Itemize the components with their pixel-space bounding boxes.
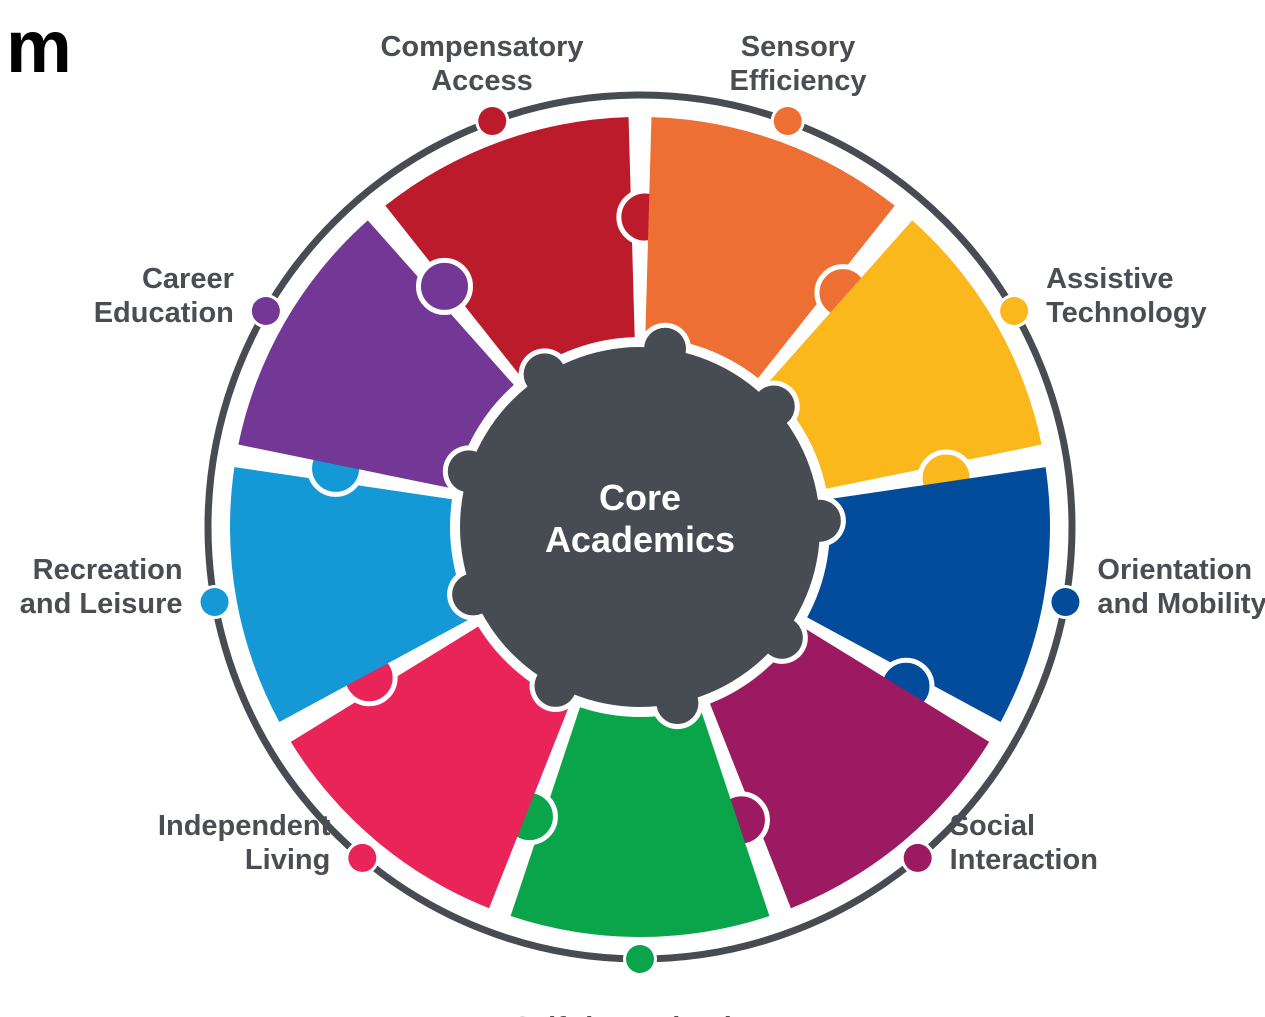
label-line: Self-determination bbox=[513, 1012, 768, 1017]
ring-dot-social-interaction bbox=[903, 843, 932, 872]
label-line: Sensory bbox=[741, 31, 855, 63]
corner-letter: m bbox=[6, 5, 72, 88]
label-self-determination: Self-determination bbox=[513, 1012, 768, 1017]
ring-dot-self-determination bbox=[626, 945, 654, 973]
label-line: and Mobility bbox=[1097, 588, 1265, 620]
ring-dot-assistive-technology bbox=[1000, 297, 1029, 325]
core-label-line1: Core bbox=[599, 477, 681, 518]
label-line: and Leisure bbox=[20, 588, 183, 620]
label-line: Social bbox=[950, 810, 1035, 842]
core-hub-shape bbox=[442, 322, 846, 730]
segment-assistive-technology bbox=[766, 220, 1042, 489]
label-line: Education bbox=[94, 297, 234, 329]
segment-career-education bbox=[238, 220, 514, 489]
ring-dot-sensory-efficiency bbox=[773, 107, 802, 136]
ring-dot-recreation-and-leisure bbox=[200, 588, 229, 617]
label-line: Career bbox=[142, 263, 234, 295]
segment-recreation-and-leisure bbox=[230, 467, 473, 723]
ring-dot-career-education bbox=[251, 297, 280, 325]
core-hub: Core Academics bbox=[442, 322, 846, 730]
ring-dot-independent-living bbox=[348, 843, 377, 872]
label-line: Assistive bbox=[1046, 263, 1173, 295]
segment-social-interaction bbox=[709, 626, 990, 909]
puzzle-knob-career-education bbox=[415, 257, 473, 315]
puzzle-segments bbox=[230, 117, 1050, 938]
core-hub-circle bbox=[460, 347, 820, 707]
segment-sensory-efficiency bbox=[645, 117, 895, 379]
label-line: Efficiency bbox=[730, 65, 867, 97]
segment-self-determination bbox=[510, 707, 770, 938]
label-line: Compensatory bbox=[380, 31, 583, 63]
label-line: Orientation bbox=[1097, 554, 1252, 586]
label-line: Interaction bbox=[950, 844, 1098, 876]
label-line: Recreation bbox=[33, 554, 183, 586]
outer-ring bbox=[197, 91, 1083, 976]
label-line: Independent bbox=[158, 810, 331, 842]
core-label-line2: Academics bbox=[545, 519, 735, 560]
segment-orientation-and-mobility bbox=[807, 467, 1050, 723]
segment-compensatory-access bbox=[385, 117, 635, 379]
ring-dot-compensatory-access bbox=[478, 107, 507, 136]
label-line: Access bbox=[431, 65, 533, 97]
label-line: Living bbox=[245, 844, 330, 876]
ring-dot-orientation-and-mobility bbox=[1051, 588, 1080, 617]
segment-independent-living bbox=[290, 626, 571, 909]
label-line: Technology bbox=[1046, 297, 1207, 329]
